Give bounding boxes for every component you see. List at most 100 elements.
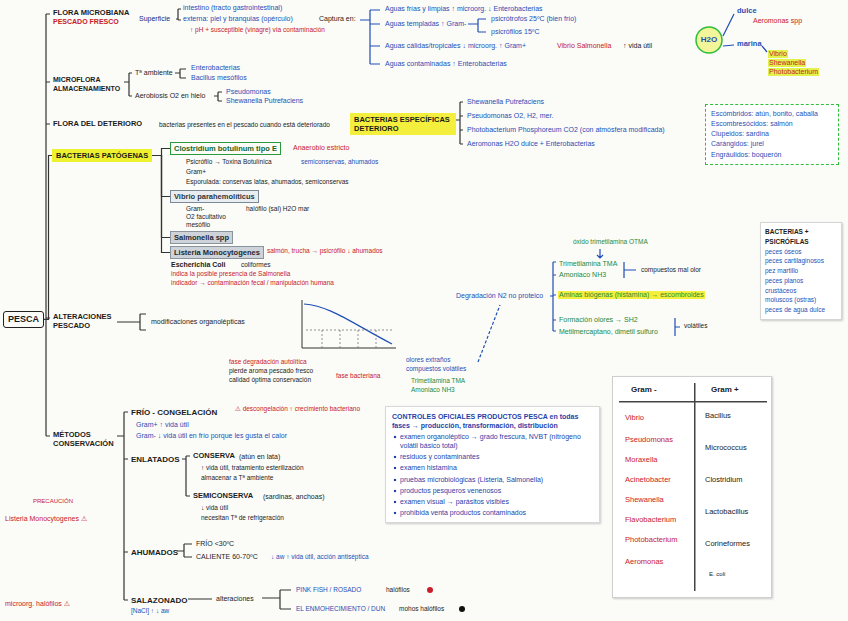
note-label: Photobacterium	[768, 68, 819, 76]
note-label: indica la posible presencia de Salmonell…	[170, 270, 291, 277]
box-text: Clupeidos: sardina	[711, 129, 833, 139]
note-label: Anaerobio estricto	[292, 144, 350, 152]
note-label: salmón, trucha → psicrófilo ↓ ahumados	[266, 247, 384, 254]
note-label: AHUMADOS	[130, 548, 179, 557]
note-label: Listeria Monocytogenes ⚠	[4, 515, 88, 523]
red-dot	[427, 587, 433, 593]
note-label: EL ENMOHECIMIENTO / DUN	[295, 605, 386, 612]
box-text: Clostridium botulinum tipo E	[174, 144, 277, 153]
note-label: SALAZONADO	[130, 596, 188, 605]
decay-graph	[302, 300, 396, 348]
pathogen-box: Vibrio parahemolíticus	[170, 190, 259, 203]
note-label: FRÍO <30ºC	[195, 540, 235, 548]
note-label: semiconservas, ahumados	[300, 158, 379, 165]
box-text: pez martillo	[765, 266, 837, 276]
note-label: Aminas biógenas (histamina) → escombroid…	[558, 291, 705, 299]
box-text: Escómbridos: atún, bonito, caballa	[711, 109, 833, 119]
note-label: PESCADO FRESCO	[52, 18, 120, 26]
note-label: Shewanella Putrefaciens	[466, 98, 545, 106]
box-text: prohibida venta productos contaminados	[392, 508, 593, 517]
note-label: Aguas templadas ↑ Gram-	[384, 20, 467, 28]
note-label: Aeromonas H2O dulce + Enterobacterias	[466, 140, 596, 148]
bracket	[360, 10, 380, 64]
bracket	[117, 412, 128, 600]
note-label: externa: piel y branquias (opérculo)	[182, 15, 294, 23]
note-label: Psicrófilo → Toxina Botulínica	[185, 158, 273, 165]
graph-grid	[306, 330, 394, 348]
note-label: ALTERACIONES	[52, 313, 113, 322]
note-label: Degradación N2 no proteico	[455, 292, 544, 300]
note-label: psicrófilos 15ºC	[490, 28, 540, 36]
note-label: Enterobacterias	[190, 64, 241, 72]
black-dot	[459, 606, 465, 612]
note-label: ↑ vida útil, tratamiento esterilización	[200, 464, 305, 471]
note-label: Gram+	[185, 168, 207, 175]
note-label: [NaCl] ↑ ↓ aw	[130, 607, 170, 614]
note-label: SEMICONSERVA	[192, 492, 254, 501]
note-label: halófilo (sal) H2O mar	[245, 205, 310, 212]
note-label: Pseudomonas	[225, 88, 272, 96]
note-label: ↑ pH + susceptible (vinagre) vía contami…	[189, 26, 326, 33]
note-label: PRECAUCIÓN	[32, 498, 74, 505]
note-label: Gram- ↓ vida útil en frío porque les gus…	[135, 432, 288, 440]
pathogen-box: Salmonella spp	[170, 231, 233, 244]
note-label: CALIENTE 60-70ºC	[195, 553, 259, 561]
note-label: FRÍO - CONGELACIÓN	[130, 408, 218, 417]
note-label: fase degradación autolítica	[228, 358, 308, 365]
note-label: Trimetilamina TMA	[558, 260, 618, 268]
note-label: Vibrio	[768, 50, 788, 58]
note-label: Pseudomonas O2, H2, mer.	[466, 112, 554, 120]
note-label: Gram+ ↑ vida útil	[135, 421, 190, 429]
box-text: Engráulidos: boquerón	[711, 150, 833, 160]
box-text: peces de agua dulce	[765, 305, 837, 315]
bracket	[117, 314, 146, 330]
note-label: Tª ambiente	[134, 69, 174, 77]
box-text: Escombresócidos: salmón	[711, 119, 833, 129]
note-label: CONSERVA	[192, 452, 236, 461]
box-text: peces óseos	[765, 247, 837, 257]
box-text: crustáceos	[765, 286, 837, 296]
bracket	[188, 590, 291, 609]
box-text: Aeromonas	[625, 557, 663, 566]
bracket	[624, 262, 636, 278]
note-label: Superficie	[138, 15, 171, 23]
box-text: Shewanella	[625, 495, 664, 504]
gram-table: Gram -Gram +VibrioPseudomonasMoraxellaAc…	[612, 376, 772, 598]
box-text: E. coli	[709, 571, 725, 578]
root-box: PESCA	[3, 311, 44, 328]
water-circle: H2O	[695, 26, 723, 54]
box-text: peces planos	[765, 276, 837, 286]
note-label: alteraciones	[215, 595, 255, 603]
box-text: examen organoléptico → grado frescura, N…	[392, 432, 593, 450]
box-text: Gram +	[711, 385, 739, 395]
box-text: Photobacterium	[625, 535, 678, 544]
note-label: indicador → contaminación fecal / manipu…	[170, 279, 335, 286]
connector	[152, 156, 170, 253]
note-label: Trimetilamina TMA	[410, 377, 466, 384]
bracket	[214, 92, 222, 101]
note-label: mesófilo	[185, 221, 211, 228]
note-label: Escherichia Coli	[170, 261, 226, 269]
note-label: ⚠ descongelación ↑ crecimiento bacterian…	[234, 405, 361, 412]
box-text: Clostridium	[705, 475, 743, 484]
note-label: calidad óptima conservación	[228, 376, 312, 383]
note-label: ↓ vida útil	[200, 504, 229, 511]
box-text: pruebas microbiológicas (Listeria, Salmo…	[392, 475, 593, 484]
note-label: O2 facultativo	[185, 213, 227, 220]
box-text: CONTROLES OFICIALES PRODUCTOS PESCA en t…	[392, 412, 593, 430]
note-label: Aguas cálidas/tropicales ↓ microorg. ↑ G…	[384, 42, 527, 50]
note-label: olores extraños	[405, 356, 451, 363]
box-text: examen histamina	[392, 463, 593, 472]
bracket	[456, 102, 463, 144]
box-text: Bacillus	[705, 411, 731, 420]
note-label: ↑ vida útil	[622, 42, 653, 50]
note-label: Formación olores → SH2	[558, 316, 639, 324]
box-text: Micrococcus	[705, 443, 747, 452]
note-label: intestino (tracto gastrointestinal)	[182, 4, 283, 12]
bracket	[176, 9, 181, 20]
bracket	[182, 456, 190, 496]
pathogen-box: Clostridium botulinum tipo E	[170, 142, 281, 155]
bracket	[177, 544, 192, 557]
note-label: óxido trimetilamina OTMA	[572, 238, 649, 245]
box-text: productos pesqueros venenosos	[392, 486, 593, 495]
